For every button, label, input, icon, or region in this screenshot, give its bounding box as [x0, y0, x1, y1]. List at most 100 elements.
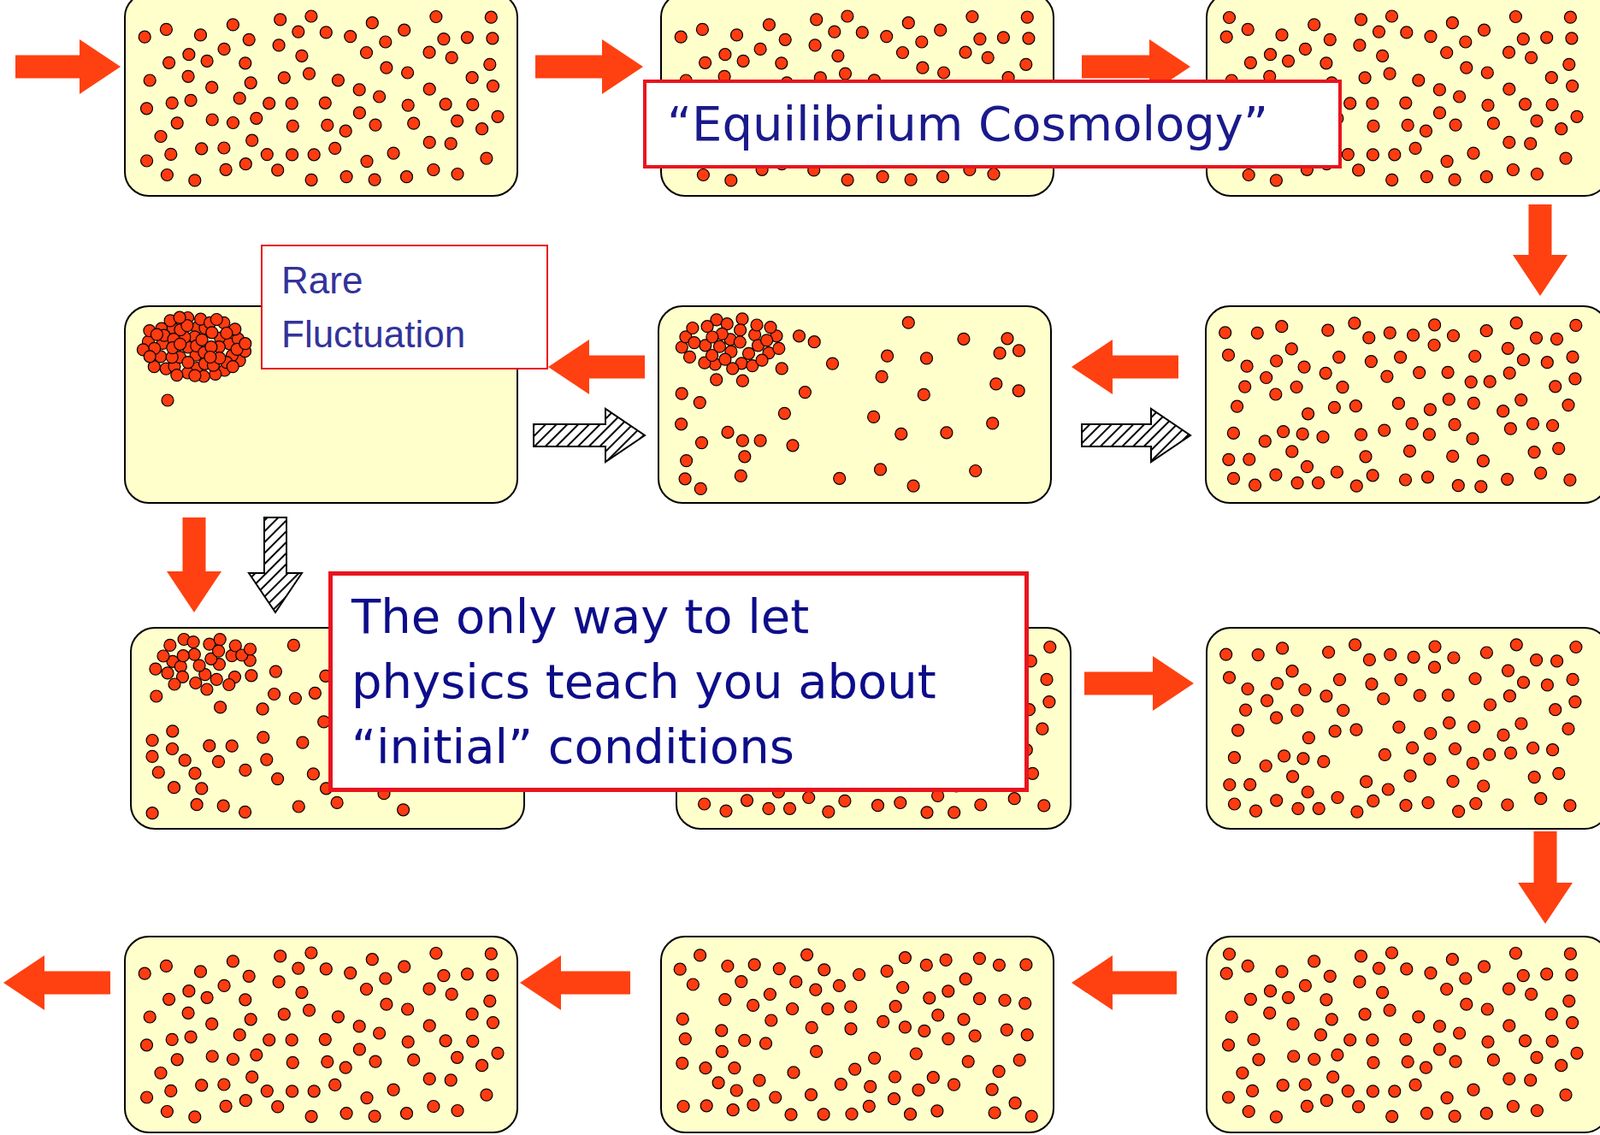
particle [1497, 405, 1510, 418]
particle [1505, 746, 1518, 759]
particle [460, 968, 473, 981]
particle [1241, 683, 1254, 696]
particle [1323, 969, 1336, 982]
particle [1292, 802, 1305, 815]
particle [307, 1085, 320, 1098]
node-text: “Equilibrium Cosmology” [667, 93, 1318, 155]
particle [817, 1108, 830, 1121]
particle [699, 56, 712, 69]
particle [430, 11, 443, 24]
particle [1242, 1105, 1255, 1118]
particle [737, 54, 750, 67]
particle [141, 102, 154, 115]
particle [736, 312, 749, 325]
particle [1440, 1092, 1453, 1105]
particle [894, 797, 907, 809]
time-arrow [166, 517, 222, 613]
particle [1298, 1078, 1311, 1091]
particle [407, 1053, 420, 1066]
particle [992, 1065, 1005, 1078]
particle [1038, 799, 1051, 812]
particle [210, 313, 223, 326]
particle [1535, 466, 1547, 479]
particle [918, 1024, 931, 1037]
particle [1344, 1033, 1357, 1046]
particle [271, 164, 284, 177]
particle [188, 1110, 201, 1123]
particle [1570, 641, 1583, 654]
particle [451, 1050, 464, 1063]
particle [1570, 318, 1583, 331]
particle [753, 1074, 766, 1087]
particle [897, 981, 910, 994]
particle [163, 992, 176, 1005]
particle [1400, 26, 1413, 39]
particle [948, 1078, 961, 1091]
particle [1275, 29, 1288, 42]
callout-box: Rare Fluctuation [260, 244, 549, 370]
particle [898, 951, 911, 964]
particle [902, 316, 915, 329]
particle [233, 92, 246, 105]
particle [793, 330, 806, 343]
particle [183, 985, 195, 998]
particle [1530, 114, 1543, 127]
particle [750, 318, 763, 331]
particle [219, 163, 232, 176]
particle [460, 31, 473, 44]
particle [439, 1034, 452, 1047]
particle [318, 96, 331, 109]
particle [1566, 1016, 1579, 1029]
particle [822, 805, 835, 818]
particle [1546, 419, 1559, 432]
particle [401, 1035, 414, 1048]
particle [1366, 469, 1379, 482]
particle [329, 1078, 342, 1091]
particle [1524, 137, 1537, 150]
particle [307, 148, 320, 161]
particle [1467, 1083, 1480, 1096]
particle [1366, 1033, 1379, 1046]
particle [480, 152, 493, 165]
particle [1298, 979, 1311, 992]
particle [1258, 435, 1271, 448]
particle [754, 434, 767, 447]
particle [1012, 384, 1025, 397]
particle [219, 1099, 232, 1112]
particle [484, 11, 497, 24]
particle [285, 1033, 298, 1046]
particle [1551, 332, 1564, 345]
time-arrows [3, 39, 1573, 1010]
gas-box [124, 936, 518, 1133]
particle [1428, 640, 1441, 653]
particle [942, 1033, 955, 1046]
particle [1287, 770, 1299, 783]
particle [1377, 692, 1390, 705]
particle [1570, 1046, 1583, 1059]
particle [141, 1039, 154, 1051]
particle [1569, 372, 1582, 385]
particle [277, 71, 290, 84]
particle [1364, 355, 1377, 368]
particle [1503, 366, 1516, 379]
particle [1452, 479, 1465, 492]
particle [1388, 148, 1401, 161]
particle [715, 1045, 728, 1057]
particle [210, 673, 223, 685]
particle [1546, 98, 1559, 111]
particle [1468, 720, 1481, 733]
particle [466, 71, 479, 84]
particle [1504, 422, 1517, 435]
particle [988, 1106, 1001, 1119]
particle [272, 39, 285, 52]
particle [305, 10, 318, 23]
particle [398, 960, 411, 973]
particle [726, 1104, 739, 1116]
particle [805, 1021, 818, 1034]
particle [1510, 638, 1523, 651]
particle [787, 1066, 800, 1079]
particle [1337, 704, 1350, 717]
particle [1366, 97, 1379, 110]
particle [904, 173, 917, 186]
particle [1413, 689, 1426, 702]
